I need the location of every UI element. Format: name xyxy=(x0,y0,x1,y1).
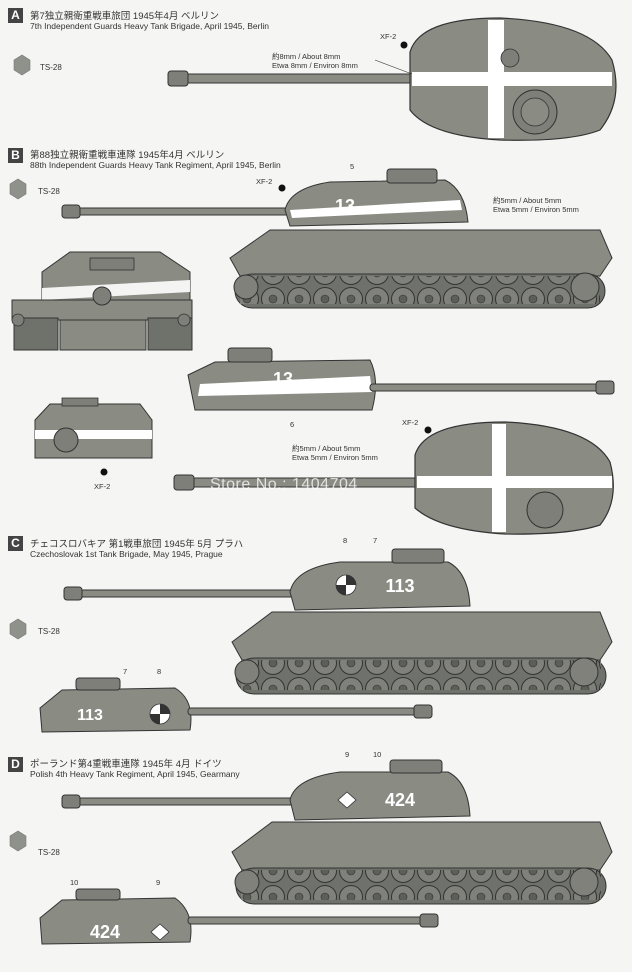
tank-d-side xyxy=(61,759,613,905)
callout-b-top-xf2: XF-2 xyxy=(402,418,419,427)
paint-swatch-d xyxy=(9,830,27,852)
callout-d-10: 10 xyxy=(373,750,382,759)
section-c-title-jp: チェコスロバキア 第1戦車旅団 1945年 5月 プラハ xyxy=(30,539,244,550)
paint-code-b: TS-28 xyxy=(38,187,60,196)
tank-c-turret-side xyxy=(39,677,433,733)
tank-b-front xyxy=(11,251,193,351)
section-b-title-jp: 第88独立親衛重戦車連隊 1945年4月 ベルリン xyxy=(30,150,225,161)
callout-b-xf2: XF-2 xyxy=(256,177,273,186)
callout-c-8: 8 xyxy=(343,536,348,545)
paint-swatch-c xyxy=(9,618,27,640)
callout-b-6: 6 xyxy=(290,420,295,429)
paint-swatch-a xyxy=(13,54,31,76)
section-letter-b: B xyxy=(8,148,23,163)
callout-b-rear-xf2: XF-2 xyxy=(94,482,111,491)
section-b-title-en: 88th Independent Guards Heavy Tank Regim… xyxy=(30,160,281,170)
tank-c-number: 113 xyxy=(385,576,414,596)
section-c-title-en: Czechoslovak 1st Tank Brigade, May 1945,… xyxy=(30,549,223,559)
paint-code-c: TS-28 xyxy=(38,627,60,636)
callout-d-9: 9 xyxy=(345,750,350,759)
tank-c-turret-number: 113 xyxy=(77,707,103,724)
paint-code-d: TS-28 xyxy=(38,848,60,857)
section-a-title-jp: 第7独立親衛重戦車旅団 1945年4月 ベルリン xyxy=(30,11,219,22)
tank-b-number: 13 xyxy=(335,196,355,216)
callout-a-xf2: XF-2 xyxy=(380,32,397,41)
tank-b-turret-rear xyxy=(34,397,153,476)
callout-d-turret-10: 10 xyxy=(70,878,79,887)
callout-b-5: 5 xyxy=(350,162,355,171)
tank-b-turret-side xyxy=(187,347,615,411)
tank-d-turret-side xyxy=(39,888,439,945)
store-watermark: Store No.: 1404704 xyxy=(210,476,358,493)
tank-a-turret-top xyxy=(167,17,617,141)
tank-b-turret-top xyxy=(173,421,614,535)
callout-c-turret-7: 7 xyxy=(123,667,128,676)
callout-c-7: 7 xyxy=(373,536,378,545)
paint-swatch-b xyxy=(9,178,27,200)
section-a-title-en: 7th Independent Guards Heavy Tank Brigad… xyxy=(30,21,269,31)
section-d-title-en: Polish 4th Heavy Tank Regiment, April 19… xyxy=(30,769,240,779)
tank-b-side xyxy=(61,168,613,309)
tank-d-turret-number: 424 xyxy=(90,922,120,942)
section-letter-a: A xyxy=(8,8,23,23)
tank-d-number: 424 xyxy=(385,790,415,810)
section-letter-d: D xyxy=(8,757,23,772)
tank-c-side xyxy=(63,548,613,695)
callout-d-turret-9: 9 xyxy=(156,878,161,887)
tank-b-turret-number: 13 xyxy=(273,369,293,389)
callout-c-turret-8: 8 xyxy=(157,667,162,676)
section-letter-c: C xyxy=(8,536,23,551)
section-d-title-jp: ポーランド第4重戦車連隊 1945年 4月 ドイツ xyxy=(30,759,222,770)
paint-code-a: TS-28 xyxy=(40,63,62,72)
